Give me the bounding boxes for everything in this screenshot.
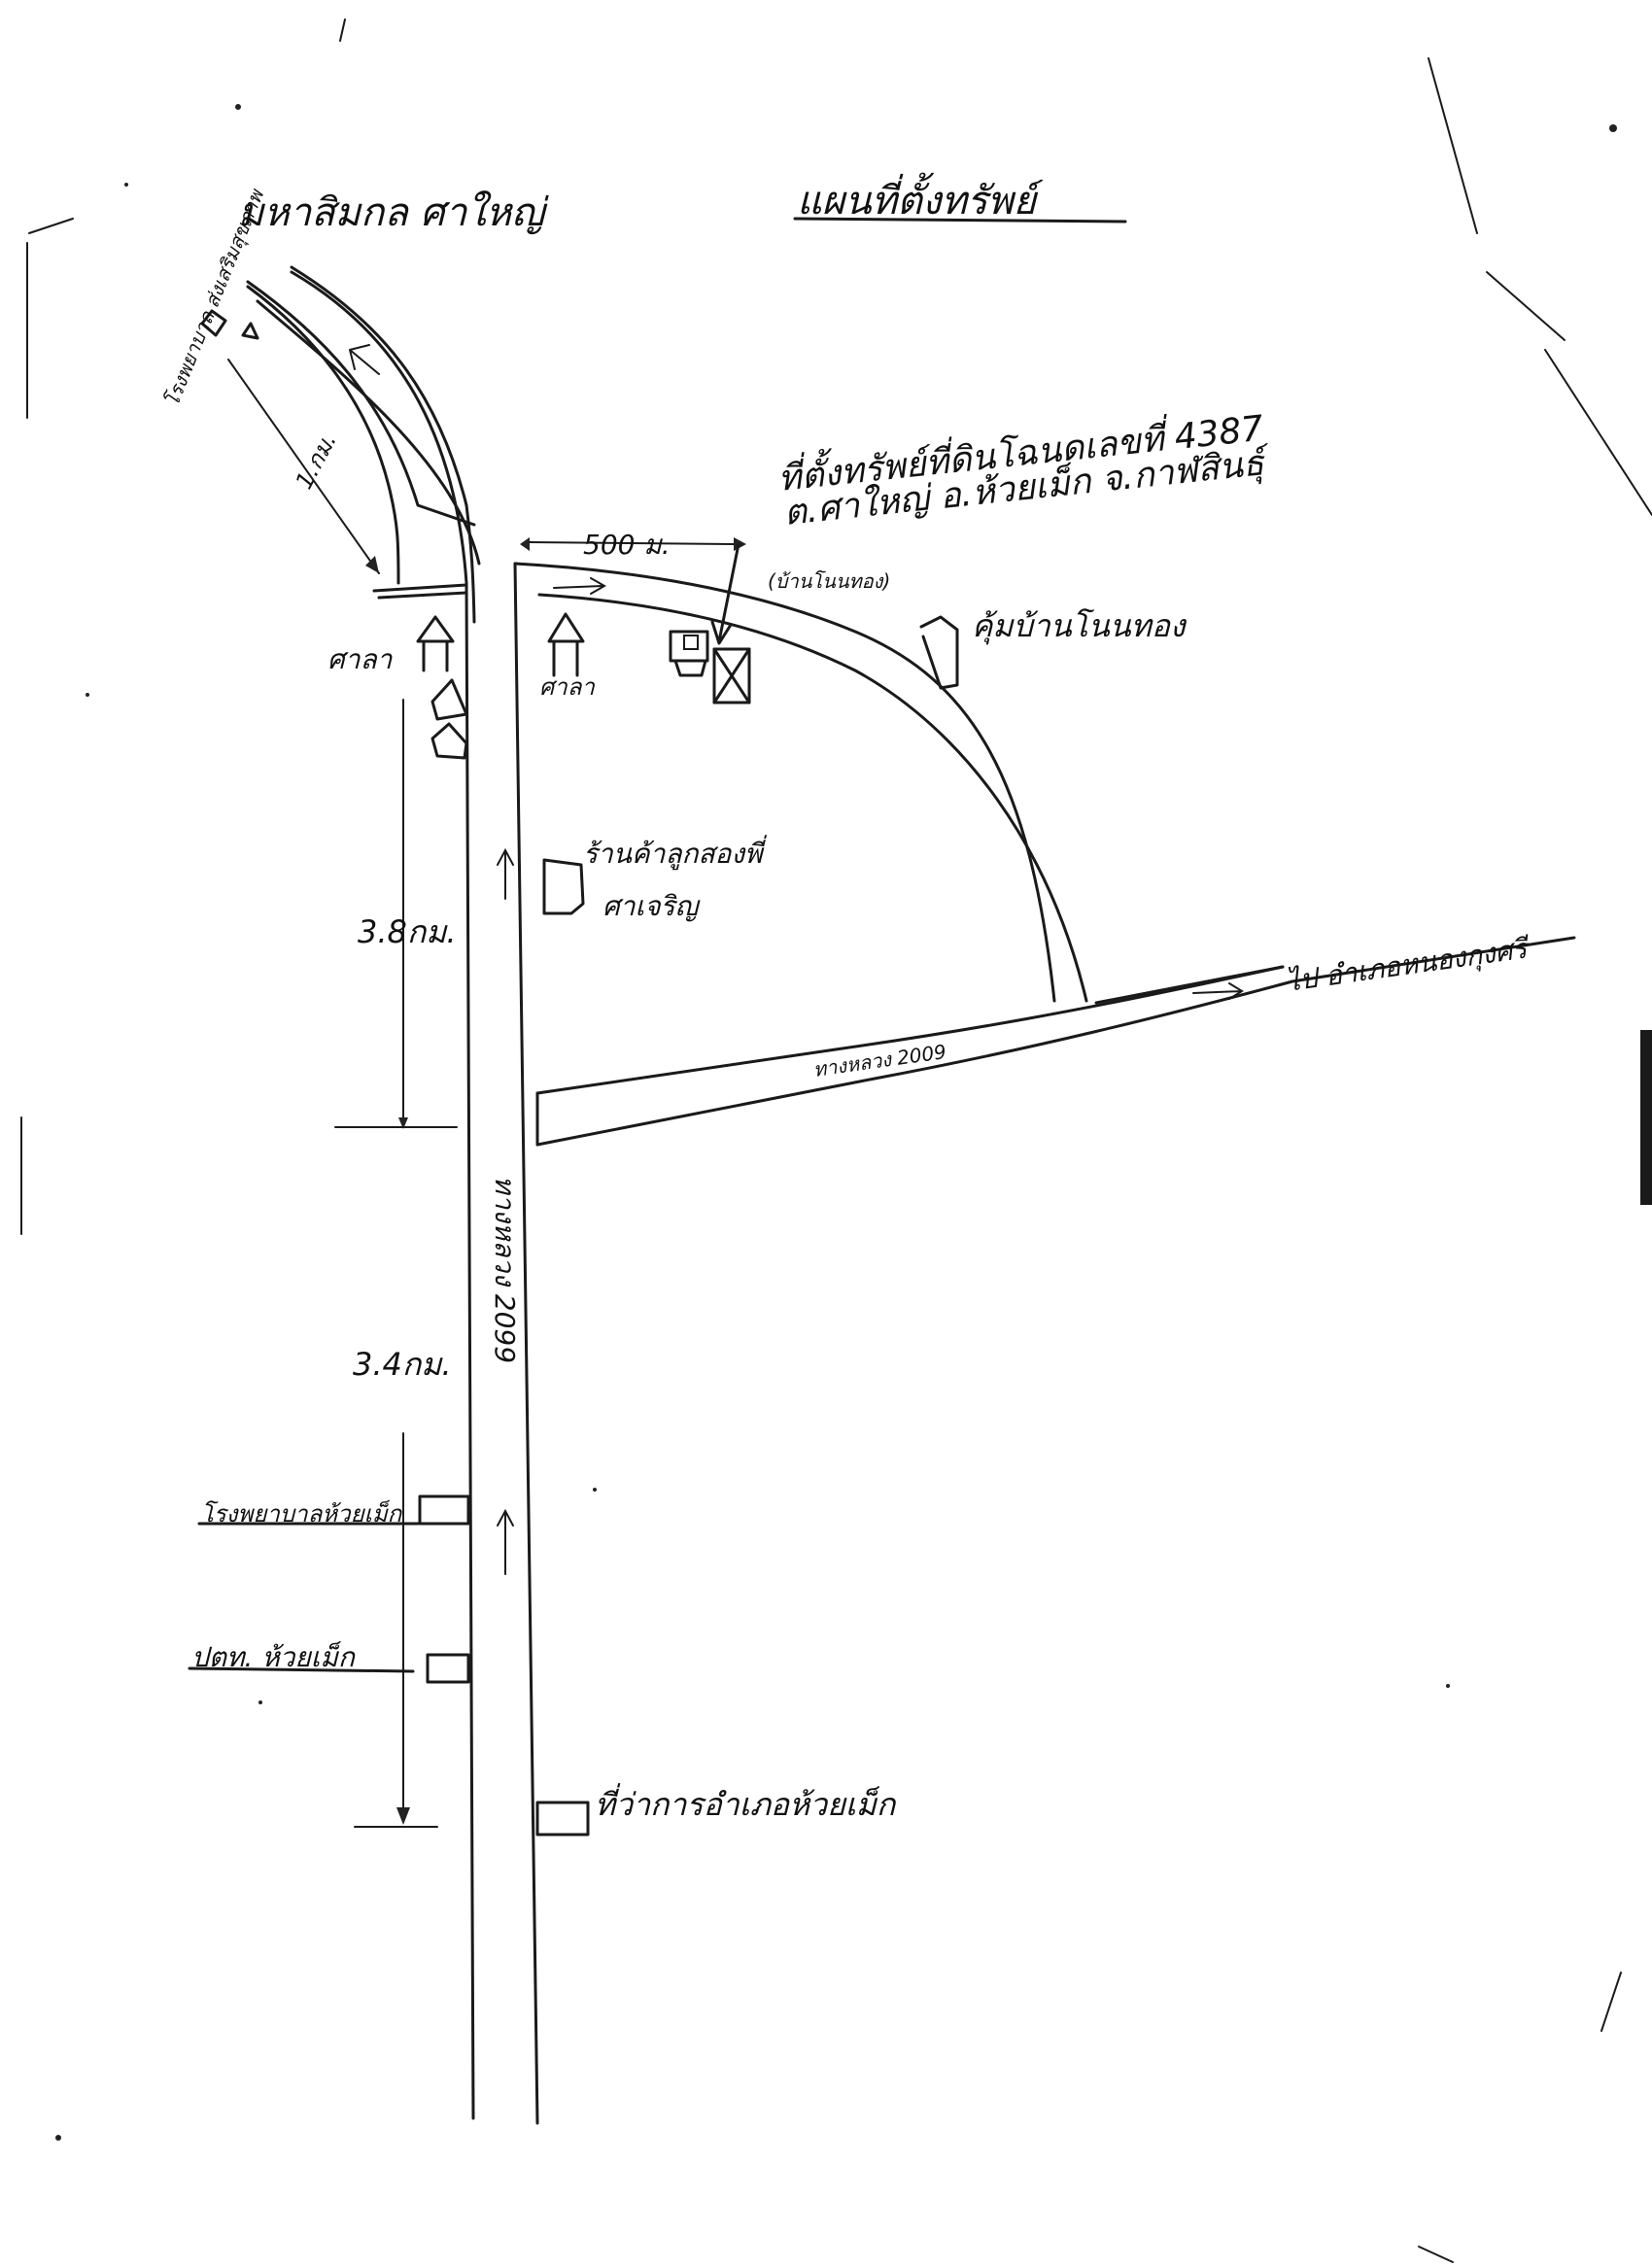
- shop-icon: [542, 858, 585, 915]
- highway-2099: [246, 270, 539, 2125]
- hospital-top-label: โรงพยาบาล ส่งเสริมสุขภาพ: [159, 185, 269, 410]
- dist-1km-label: 1.กม.: [291, 429, 342, 494]
- scan-noise: [20, 18, 1652, 2263]
- dist-500m-label: 500 ม.: [583, 529, 671, 561]
- shop-label-line2: ศาเจริญ: [602, 890, 702, 922]
- sala-right-icon: [547, 612, 585, 677]
- house-icon: [669, 630, 709, 677]
- police-label: ปตท. ห้วยเม็ก: [191, 1641, 357, 1673]
- property-marker-icon: [712, 647, 751, 704]
- top-road: [246, 265, 476, 624]
- district-office-label: ที่ว่าการอำเภอห้วยเม็ก: [595, 1783, 897, 1823]
- district-office-icon: [535, 1801, 590, 1837]
- village-sign-label: คุ้มบ้านโนนทอง: [972, 607, 1187, 645]
- dimension-marks: [227, 359, 746, 1828]
- village-road: [513, 562, 1088, 1003]
- map-title: แผนที่ตั้งทรัพย์: [797, 172, 1044, 223]
- hospital-bottom-icon: [418, 1494, 470, 1526]
- direction-arrows: [349, 344, 1244, 1575]
- highway-2009: [535, 936, 1576, 1147]
- highway-vertical-label: ทางหลวง 2099: [489, 1176, 521, 1363]
- top-place-label: มหาสิมกล ศาใหญ่: [238, 190, 549, 235]
- road-right-label: ไป อำเภอหนองกุงศรี: [1284, 932, 1532, 999]
- dist-34km-label: 3.4กม.: [353, 1346, 452, 1383]
- scan-edge-mark: [1640, 1030, 1652, 1205]
- road-2009-label: ทางหลวง 2009: [811, 1040, 947, 1082]
- village-small-label: (บ้านโนนทอง): [768, 569, 890, 593]
- hospital-top-icon: [200, 309, 259, 340]
- sala-left-label: ศาลา: [327, 643, 394, 675]
- police-icon: [426, 1653, 470, 1684]
- hospital-bottom-label: โรงพยาบาลห้วยเม็ก: [201, 1499, 403, 1528]
- sala-left-icon: [416, 615, 455, 672]
- shop-label-line1: ร้านค้าลูกสองพี่: [583, 835, 768, 871]
- village-sign-icon: [919, 615, 959, 690]
- sala-right-label: ศาลา: [539, 673, 596, 701]
- dist-38km-label: 3.8กม.: [358, 913, 457, 950]
- temple-icons: [430, 678, 468, 760]
